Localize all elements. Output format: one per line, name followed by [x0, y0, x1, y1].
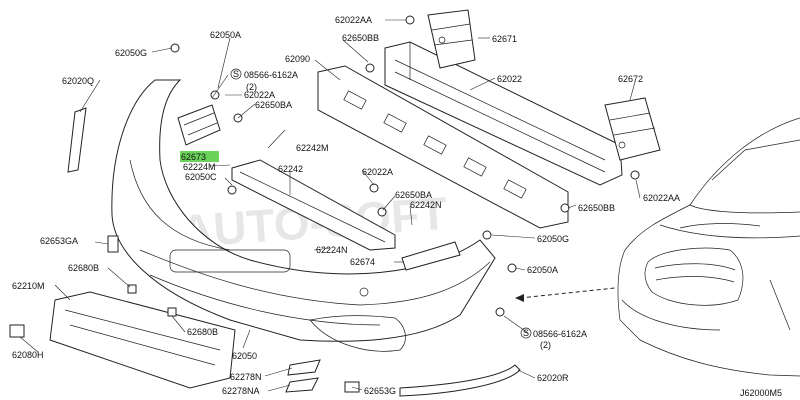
molding-62020Q: [67, 107, 87, 173]
label-08566-top: 08566-6162A: [244, 70, 298, 80]
label-62224N: 62224N: [316, 245, 348, 255]
label-62224M: 62224M: [183, 162, 216, 172]
screw-symbol-bot: S: [520, 327, 532, 339]
label-62022: 62022: [497, 74, 522, 84]
undercover-62210M: [49, 291, 236, 389]
label-62020Q: 62020Q: [62, 76, 94, 86]
label-62050G-bot: 62050G: [537, 234, 569, 244]
label-62680B-1: 62680B: [68, 263, 99, 273]
clip-62653GA: [107, 235, 119, 253]
label-08566-bot-qty: (2): [540, 340, 551, 350]
label-62022AA-top: 62022AA: [335, 15, 372, 25]
bracket-62672: [604, 97, 661, 161]
bumper-fascia-62050: [111, 79, 496, 352]
clip-62680B-2: [167, 307, 177, 317]
label-08566-top-qty: (2): [246, 82, 257, 92]
label-62022A-2: 62022A: [362, 167, 393, 177]
bracket-62673: [177, 104, 221, 146]
label-62278NA: 62278NA: [222, 386, 260, 396]
screw-symbol-top: S: [230, 68, 242, 80]
clip-62080H: [9, 324, 25, 338]
label-62242: 62242: [278, 164, 303, 174]
label-62090: 62090: [285, 54, 310, 64]
diagram-code: J62000M5: [740, 388, 782, 398]
direction-arrow: [515, 287, 616, 302]
label-62020R: 62020R: [537, 373, 569, 383]
label-62650BA-2: 62650BA: [395, 190, 432, 200]
clip-62680B-1: [127, 284, 137, 294]
label-62671: 62671: [492, 34, 517, 44]
label-62242N: 62242N: [410, 200, 442, 210]
label-62050A-bot: 62050A: [527, 265, 558, 275]
label-62674: 62674: [350, 257, 375, 267]
part-labels: 62022AA 62671 62050G 62050A 62650BB 6209…: [12, 15, 782, 398]
label-62080H: 62080H: [12, 350, 44, 360]
label-62050G-top: 62050G: [115, 48, 147, 58]
molding-62020R: [399, 364, 521, 397]
label-62242M: 62242M: [296, 143, 329, 153]
label-62680B-2: 62680B: [187, 327, 218, 337]
car-silhouette: [617, 117, 800, 377]
label-62050: 62050: [232, 351, 257, 361]
grille-62278N: [287, 359, 321, 376]
fasteners: [170, 15, 640, 317]
label-62022A-1: 62022A: [244, 90, 275, 100]
label-62278N: 62278N: [230, 372, 262, 382]
label-62672: 62672: [618, 74, 643, 84]
label-62022AA-bot: 62022AA: [643, 193, 680, 203]
label-62650BB-bot: 62650BB: [578, 203, 615, 213]
label-62650BA-1: 62650BA: [255, 100, 292, 110]
upper-retainer-62242: [231, 159, 396, 251]
label-62050A-top: 62050A: [210, 30, 241, 40]
svg-text:S: S: [523, 328, 529, 338]
label-08566-bot: 08566-6162A: [533, 329, 587, 339]
svg-text:S: S: [233, 69, 239, 79]
label-62210M: 62210M: [12, 281, 45, 291]
label-62050C: 62050C: [185, 172, 217, 182]
bumper-reinforcement-62022: [384, 41, 623, 186]
label-62653G: 62653G: [364, 386, 396, 396]
leader-lines: [19, 19, 641, 392]
bracket-62671: [427, 9, 476, 69]
label-62653GA: 62653GA: [40, 236, 78, 246]
energy-absorber-62090: [317, 65, 569, 229]
highlight-62673: [180, 151, 219, 162]
bracket-62674: [401, 241, 461, 271]
label-62650BB-top: 62650BB: [342, 33, 379, 43]
grille-62278NA: [285, 377, 319, 393]
label-62673: 62673: [181, 152, 206, 162]
